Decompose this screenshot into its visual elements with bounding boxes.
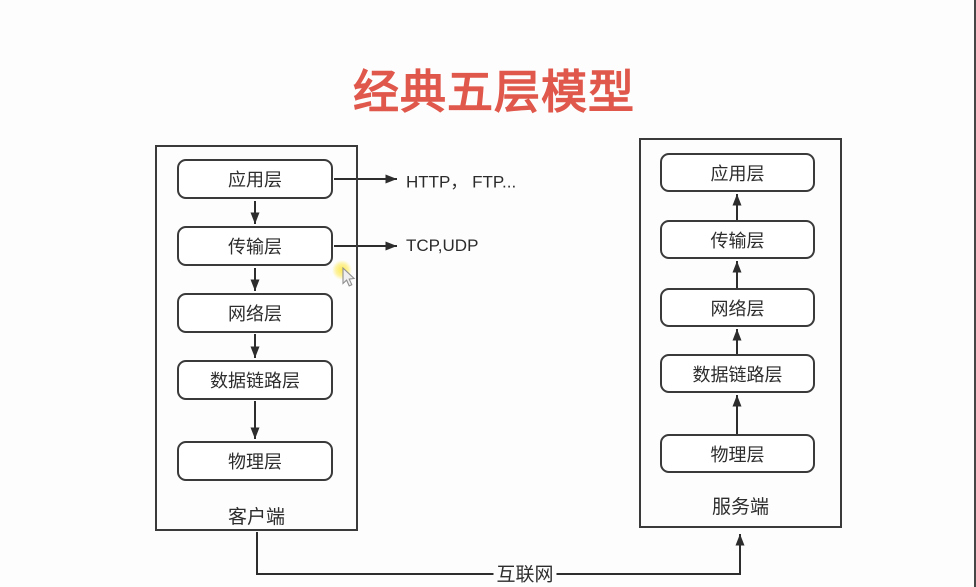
- mouse-cursor: [332, 260, 356, 287]
- frame-right-border: [974, 0, 976, 587]
- page-title: 经典五层模型: [353, 66, 635, 118]
- server-group-box: [639, 138, 842, 528]
- layer-label: 传输层: [228, 237, 282, 257]
- application-protocols-label: HTTP， FTP...: [406, 172, 517, 192]
- client-layer-transport: 传输层: [177, 226, 333, 266]
- layer-label: 应用层: [710, 163, 765, 184]
- layer-label: 应用层: [228, 170, 282, 190]
- server-layer-datalink: 数据链路层: [660, 354, 815, 393]
- layer-label: 网络层: [228, 304, 282, 324]
- layer-label: 数据链路层: [692, 364, 783, 385]
- server-layer-application: 应用层: [660, 153, 815, 192]
- internet-label: 互联网: [493, 559, 557, 587]
- server-layer-network: 网络层: [660, 288, 815, 327]
- layer-label: 网络层: [710, 298, 765, 319]
- server-caption: 服务端: [711, 497, 769, 518]
- client-layer-application: 应用层: [177, 159, 333, 199]
- server-layer-transport: 传输层: [660, 220, 815, 259]
- client-group-box: [155, 145, 358, 531]
- cursor-pointer-icon: [342, 266, 356, 287]
- layer-label: 物理层: [710, 444, 765, 465]
- server-layer-physical: 物理层: [660, 434, 815, 473]
- transport-protocols-label: TCP,UDP: [406, 236, 479, 255]
- client-layer-network: 网络层: [177, 293, 333, 333]
- layer-label: 物理层: [228, 452, 282, 472]
- layer-label: 数据链路层: [210, 371, 300, 391]
- layer-label: 传输层: [710, 230, 765, 251]
- client-caption: 客户端: [227, 507, 285, 528]
- client-layer-datalink: 数据链路层: [177, 360, 333, 400]
- client-layer-physical: 物理层: [177, 441, 333, 481]
